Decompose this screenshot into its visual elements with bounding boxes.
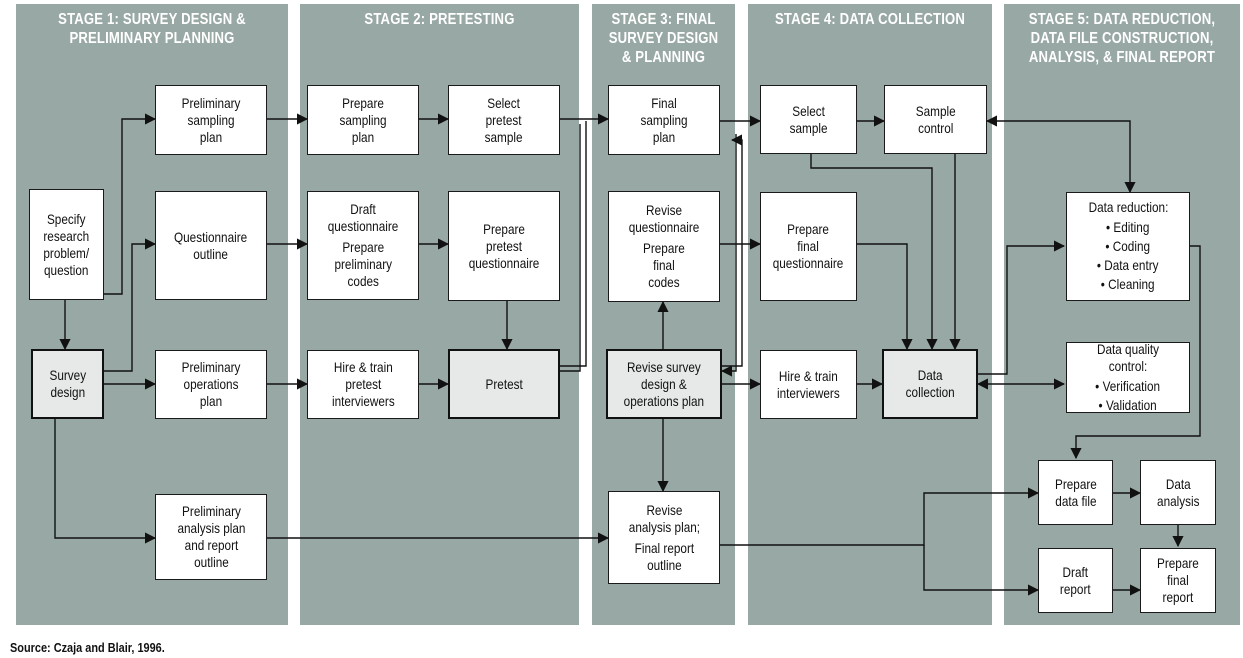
sample-control-box: Sample control: [884, 85, 987, 154]
arrow-survey-to-questionnaire-outline: [104, 238, 157, 372]
prepare-sampling-plan-box: Prepare sampling plan: [307, 85, 419, 155]
revise-questionnaire-box: Revise questionnaire Prepare final codes: [608, 191, 720, 302]
revise-survey-design-box: Revise survey design & operations plan: [606, 349, 722, 419]
prepare-pretest-questionnaire-box: Prepare pretest questionnaire: [448, 191, 560, 301]
stage-5-title: STAGE 5: DATA REDUCTION, DATA FILE CONST…: [1028, 11, 1216, 66]
stage-4-title: STAGE 4: DATA COLLECTION: [774, 11, 966, 28]
arrow-revise-analysis-to-prepare-data-file: [720, 487, 1040, 546]
line-revise-survey-feedback-up: [722, 134, 743, 367]
data-analysis-box: Data analysis: [1140, 460, 1216, 525]
stage-3-title: STAGE 3: FINAL SURVEY DESIGN & PLANNING: [608, 11, 719, 66]
arrow-specify-to-prelim-sampling: [104, 113, 157, 295]
data-quality-control-box: Data quality control: Verification Valid…: [1066, 341, 1190, 415]
data-reduction-list: Editing Coding Data entry Cleaning: [1097, 218, 1159, 294]
preliminary-operations-plan-box: Preliminary operations plan: [155, 350, 267, 419]
data-collection-box: Data collection: [882, 349, 978, 419]
select-pretest-sample-box: Select pretest sample: [448, 85, 560, 155]
preliminary-analysis-plan-box: Preliminary analysis plan and report out…: [155, 494, 267, 580]
arrow-revise-analysis-to-draft-report: [923, 545, 1040, 596]
final-sampling-plan-box: Final sampling plan: [608, 85, 720, 155]
arrow-select-sample-to-data-collection: [810, 154, 938, 351]
survey-design-box: Survey design: [31, 349, 104, 419]
hire-train-pretest-interviewers-box: Hire & train pretest interviewers: [307, 350, 419, 419]
select-sample-box: Select sample: [760, 85, 857, 154]
arrow-data-reduction-to-prepare-data-file: [1070, 245, 1201, 460]
prepare-final-report-box: Prepare final report: [1140, 548, 1216, 613]
pretest-box: Pretest: [448, 349, 560, 419]
draft-questionnaire-box: Draft questionnaire Prepare preliminary …: [307, 191, 419, 300]
line-revise-survey-feedback-down: [720, 134, 737, 377]
data-reduction-item: Coding: [1097, 237, 1159, 256]
stage-1-title: STAGE 1: SURVEY DESIGN & PRELIMINARY PLA…: [58, 11, 246, 47]
data-reduction-box: Data reduction: Editing Coding Data entr…: [1066, 192, 1190, 301]
draft-report-box: Draft report: [1038, 548, 1113, 613]
data-quality-item: Validation: [1096, 396, 1161, 415]
arrow-sample-control-data-reduction: [985, 115, 1136, 194]
data-reduction-item: Cleaning: [1097, 275, 1159, 294]
arrow-prepare-final-q-to-data-collection: [857, 243, 913, 351]
revise-analysis-plan-box: Revise analysis plan; Final report outli…: [608, 491, 720, 584]
data-reduction-item: Data entry: [1097, 256, 1159, 275]
data-quality-item: Verification: [1096, 377, 1161, 396]
stage-2-title: STAGE 2: PRETESTING: [364, 11, 515, 28]
specify-research-box: Specify research problem/ question: [29, 189, 104, 300]
line-pretest-sample-loop: [560, 121, 587, 367]
source-citation: Source: Czaja and Blair, 1996.: [10, 640, 165, 655]
prepare-final-questionnaire-box: Prepare final questionnaire: [760, 192, 857, 301]
prepare-data-file-box: Prepare data file: [1038, 460, 1113, 525]
hire-train-interviewers-box: Hire & train interviewers: [760, 350, 857, 419]
questionnaire-outline-box: Questionnaire outline: [155, 191, 267, 300]
data-quality-list: Verification Validation: [1096, 377, 1161, 415]
line-pretest-loop-2: [560, 124, 581, 372]
data-reduction-item: Editing: [1097, 218, 1159, 237]
preliminary-sampling-plan-box: Preliminary sampling plan: [155, 85, 267, 155]
arrow-survey-to-prelim-analysis: [54, 419, 157, 544]
arrow-data-collection-to-data-reduction: [978, 240, 1066, 375]
